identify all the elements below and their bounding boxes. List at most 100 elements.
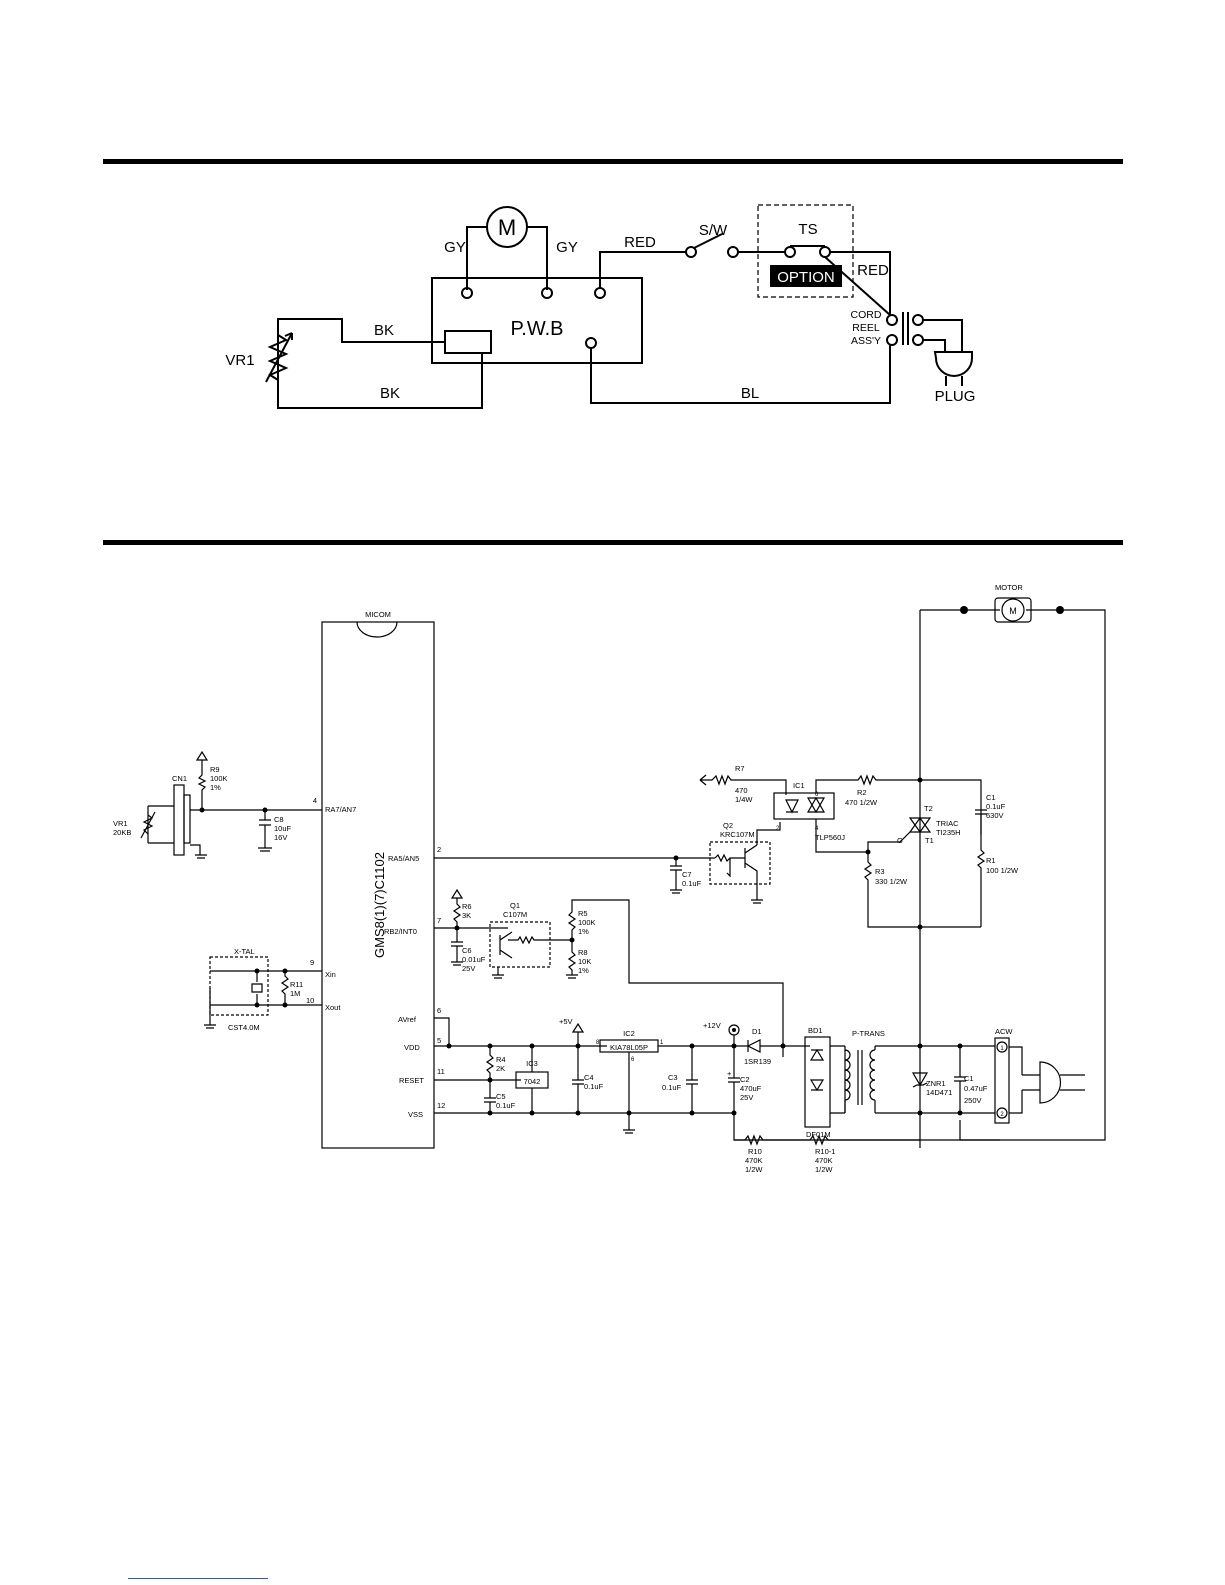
xtal-label: X-TAL (234, 947, 255, 956)
ic2-pin-8: 8 (596, 1040, 600, 1046)
pin-11-number: 11 (437, 1067, 445, 1076)
c1x-voltage: 250V (964, 1096, 982, 1105)
pin-12-name: VSS (408, 1110, 423, 1119)
pin-7-name: RB2/INT0 (384, 927, 417, 936)
r8-tolerance: 1% (578, 966, 589, 975)
pwb-label: P.W.B (511, 318, 564, 340)
c6-ref: C6 (462, 946, 472, 955)
wire-gy-right: GY (556, 239, 578, 256)
micom-chip (321, 621, 435, 1149)
c4-value: 0.1uF (584, 1082, 604, 1091)
c8-ref: C8 (274, 815, 284, 824)
wire-red-right: RED (857, 262, 889, 279)
motor-symbol (1001, 598, 1025, 622)
r2-ref: R2 (857, 788, 867, 797)
pin-2-number: 2 (437, 845, 441, 854)
cord-reel-label-3: ASS'Y (851, 335, 881, 347)
ic2-pin-1: 1 (660, 1040, 664, 1046)
q2-ref: Q2 (723, 821, 733, 830)
t2-gate-label: G (897, 836, 903, 845)
bd1-part: DF01M (806, 1130, 831, 1139)
c4-ref: C4 (584, 1073, 594, 1082)
section-divider-top (103, 159, 1123, 164)
ac-plug-symbol (1039, 1061, 1062, 1104)
r4-ref: R4 (496, 1055, 506, 1064)
ic2-pin-6: 6 (631, 1057, 635, 1063)
option-label: OPTION (777, 269, 835, 286)
c5-ref: C5 (496, 1092, 506, 1101)
c6-value: 0.01uF (462, 955, 486, 964)
plus-12v-label: +12V (703, 1021, 721, 1030)
c3-value: 0.1uF (662, 1083, 682, 1092)
r5-tolerance: 1% (578, 927, 589, 936)
acw-label: ACW (995, 1027, 1013, 1036)
wire-bk-top: BK (374, 322, 394, 339)
pwb-board (431, 277, 643, 364)
r4-value: 2K (496, 1064, 505, 1073)
ptrans-label: P-TRANS (852, 1029, 885, 1038)
pin-5-name: VDD (404, 1043, 420, 1052)
ic1-pin-4: 4 (815, 826, 819, 832)
r7-value: 470 (735, 786, 748, 795)
plug-symbol (933, 351, 973, 377)
wire-bl: BL (741, 385, 759, 402)
plug-label: PLUG (935, 388, 976, 405)
vr1-label: VR1 (225, 352, 254, 369)
c2-value: 470uF (740, 1084, 762, 1093)
cord-reel-label-2: REEL (852, 322, 880, 334)
znr1-value: 14D471 (926, 1088, 952, 1097)
q2-part: KRC107M (720, 830, 755, 839)
r7-ref: R7 (735, 764, 745, 773)
q1-transistor-box (489, 921, 551, 968)
svg-text:+: + (727, 1069, 732, 1078)
c7-value: 0.1uF (682, 879, 702, 888)
pin-9-number: 9 (310, 958, 314, 967)
pin-6-name: AVref (398, 1015, 417, 1024)
c1x-value: 0.47uF (964, 1084, 988, 1093)
motor-symbol-letter: M (1009, 606, 1017, 616)
ic1-part: TLP560J (815, 833, 845, 842)
resonator-part: CST4.0M (228, 1023, 260, 1032)
r5-ref: R5 (578, 909, 588, 918)
cord-reel-label-1: CORD (851, 309, 882, 321)
c3-ref: C3 (668, 1073, 678, 1082)
znr1-ref: ZNR1 (926, 1079, 946, 1088)
pwb-connector (444, 330, 492, 354)
wire-bk-bottom: BK (380, 385, 400, 402)
r1-value: 100 1/2W (986, 866, 1019, 875)
r9-tolerance: 1% (210, 783, 221, 792)
footer-link-underline (128, 1578, 268, 1579)
c5-value: 0.1uF (496, 1101, 516, 1110)
r10-value: 470K (745, 1156, 763, 1165)
pin-10-name: Xout (325, 1003, 341, 1012)
wire-red-top: RED (624, 234, 656, 251)
cn1-connector (173, 784, 185, 856)
r8-value: 10K (578, 957, 591, 966)
r10-1-value: 470K (815, 1156, 833, 1165)
q2-transistor-box (709, 841, 771, 885)
r10-power: 1/2W (745, 1165, 763, 1174)
acw-connector (994, 1037, 1010, 1124)
c1-ref: C1 (986, 793, 996, 802)
xtal-box (209, 956, 269, 1016)
schematic-diagram: MICOM GMS8(1)(7)C1102 4 RA7/AN7 2 RA5/AN… (113, 583, 1106, 1174)
r9-ref: R9 (210, 765, 220, 774)
r5-value: 100K (578, 918, 596, 927)
ic1-optocoupler (773, 792, 835, 820)
wire-gy-left: GY (444, 239, 466, 256)
micom-part-number: GMS8(1)(7)C1102 (372, 852, 387, 958)
r8-ref: R8 (578, 948, 588, 957)
section-divider-middle (103, 540, 1123, 545)
r7-power: 1/4W (735, 795, 753, 804)
thermostat-label: TS (798, 221, 817, 238)
acw-pin-2: 2 (1000, 1112, 1004, 1118)
r6-value: 3K (462, 911, 471, 920)
bd1-bridge (804, 1036, 831, 1128)
r11-value: 1M (290, 989, 300, 998)
r3-value: 330 1/2W (875, 877, 908, 886)
pin-11-name: RESET (399, 1076, 424, 1085)
ic3-part: 7042 (524, 1077, 541, 1086)
switch-label: S/W (699, 222, 728, 239)
c2-ref: C2 (740, 1075, 750, 1084)
